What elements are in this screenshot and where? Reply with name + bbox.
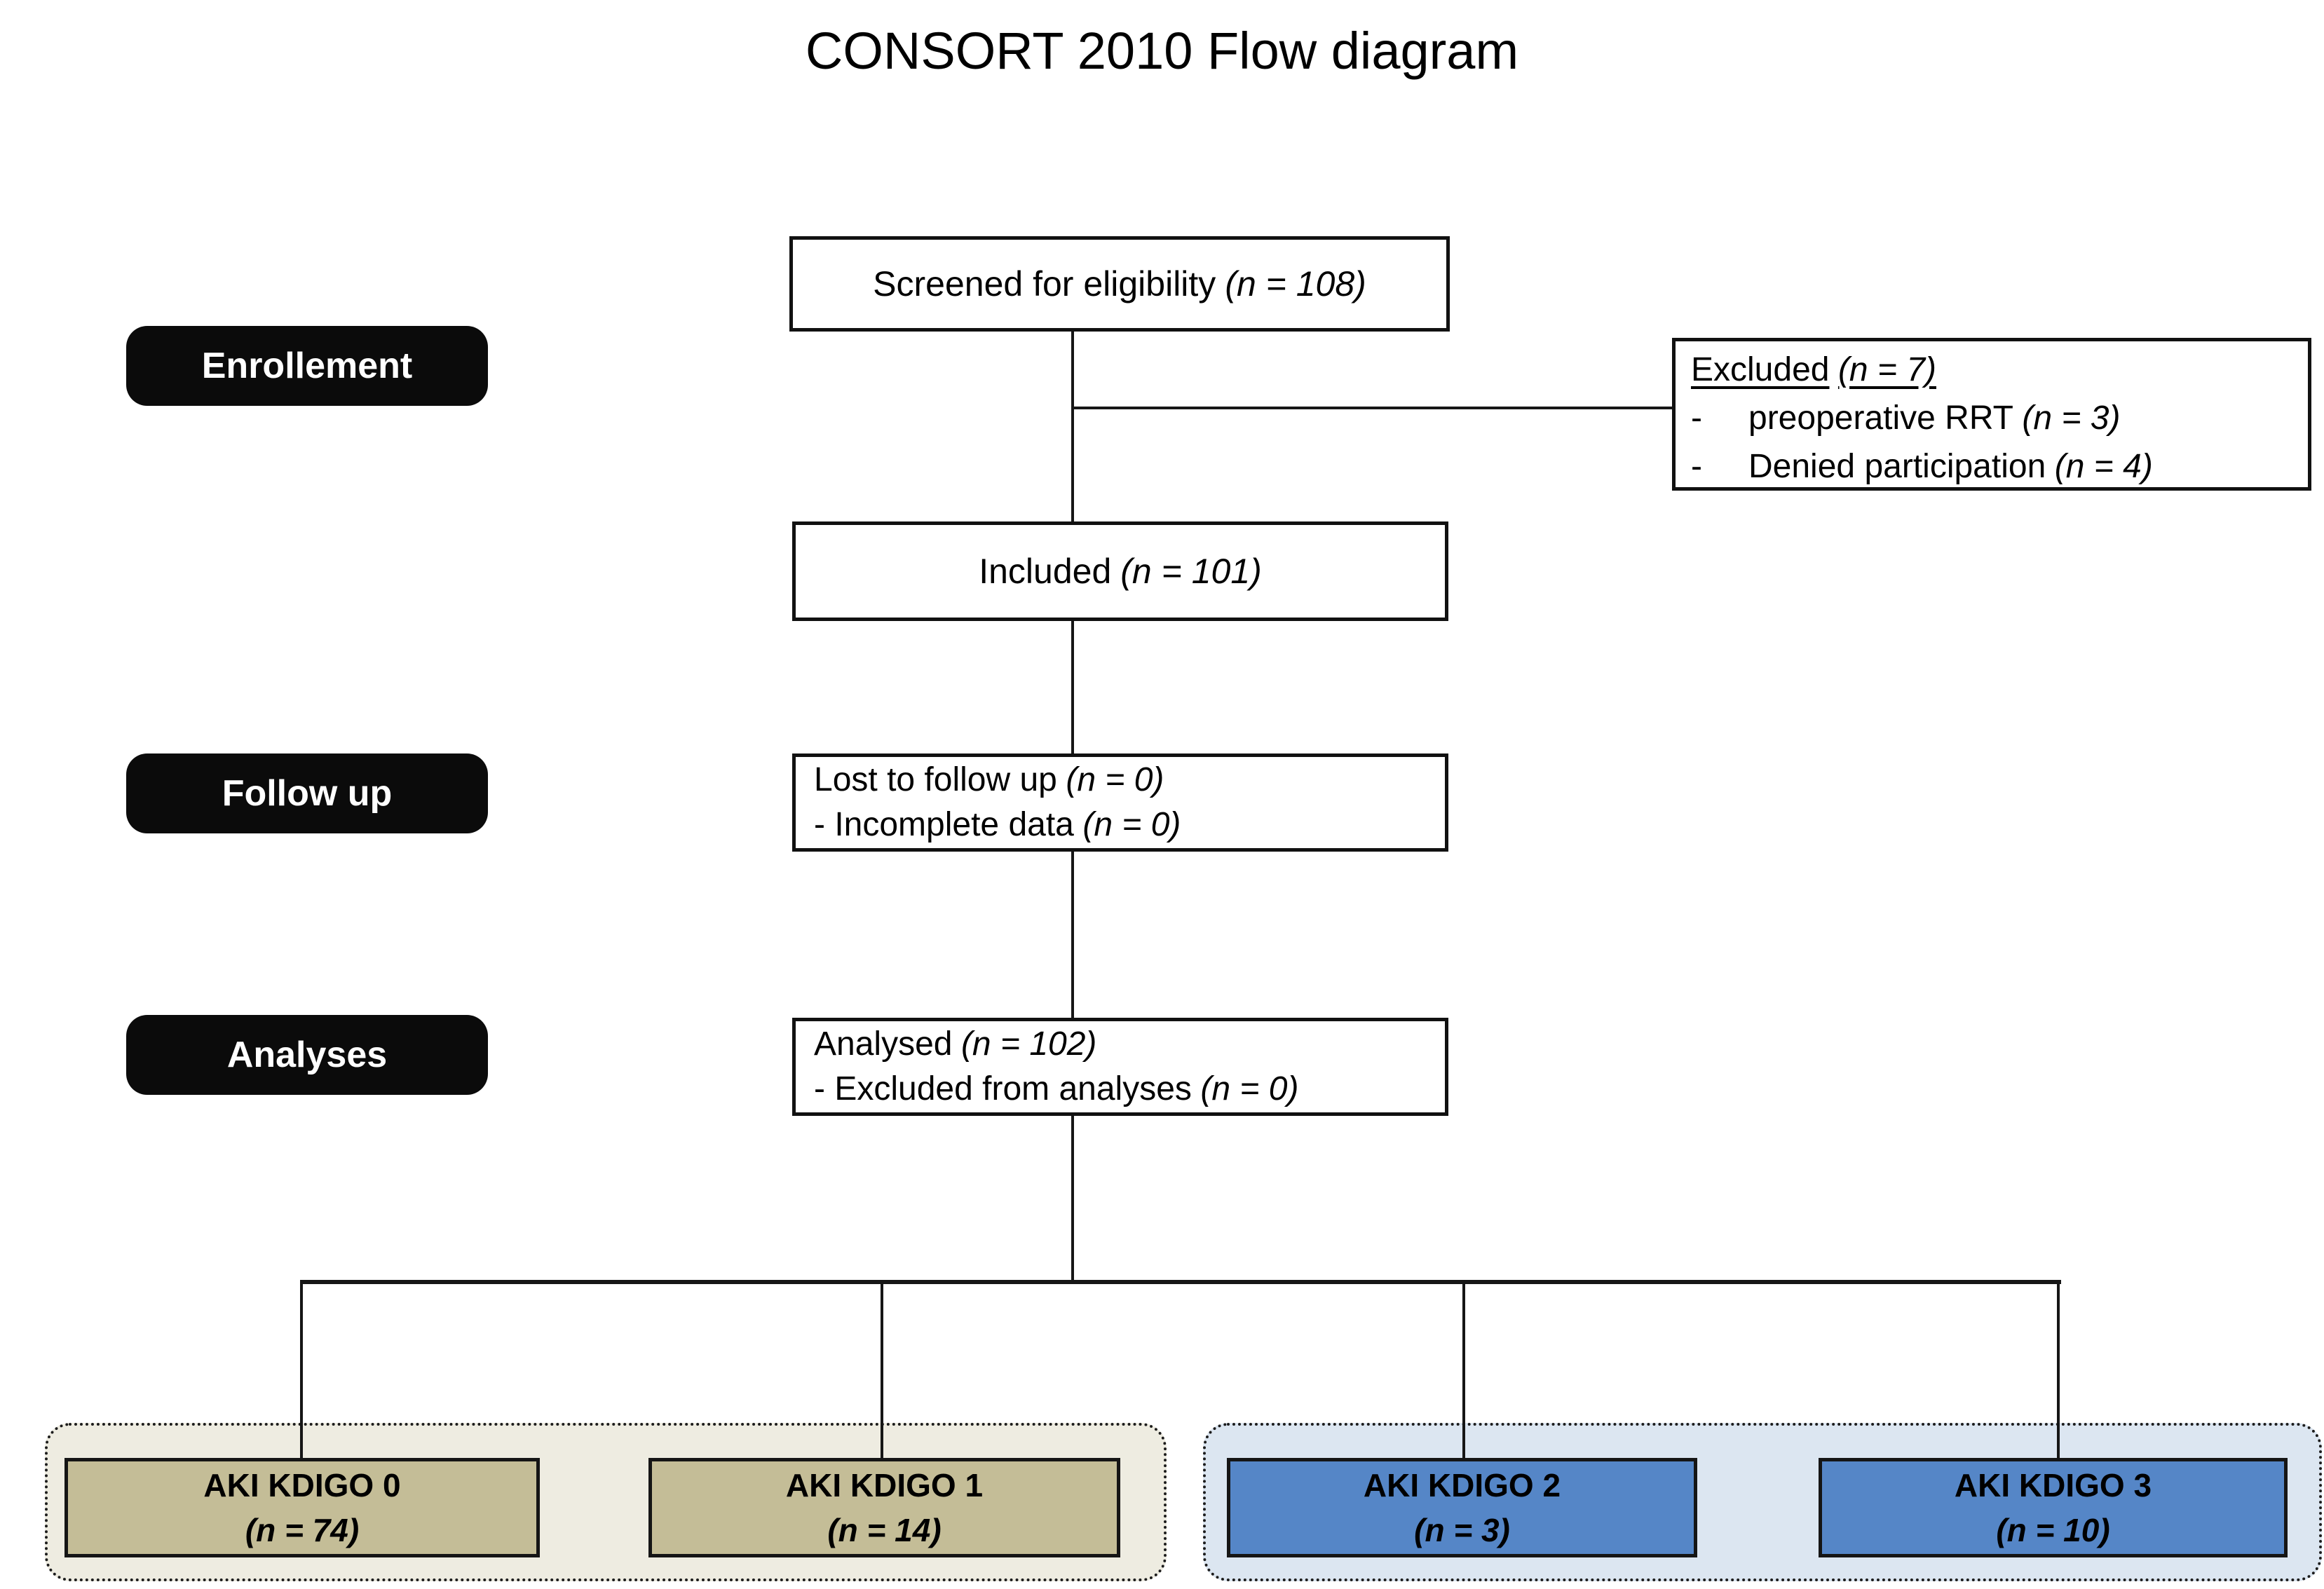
box-analysed-line2: - Excluded from analyses(n = 0)	[814, 1070, 1299, 1107]
connector-analysed-to-branch	[1071, 1114, 1074, 1281]
box-aki-kdigo-2-title: AKI KDIGO 2	[1363, 1467, 1561, 1503]
box-excluded-item-rrt: - preoperative RRT(n = 3)	[1691, 400, 2121, 437]
box-aki-kdigo-3: AKI KDIGO 3 (n = 10)	[1819, 1458, 2288, 1557]
box-lost-to-follow-up: Lost to follow up(n = 0) - Incomplete da…	[792, 753, 1448, 852]
box-excluded: Excluded(n = 7) - preoperative RRT(n = 3…	[1672, 338, 2311, 491]
box-analysed: Analysed(n = 102) - Excluded from analys…	[792, 1018, 1448, 1116]
box-screened-text: Screened for eligibility(n = 108)	[873, 264, 1366, 304]
connector-drop-kdigo-0	[300, 1283, 303, 1459]
box-aki-kdigo-0: AKI KDIGO 0 (n = 74)	[64, 1458, 540, 1557]
box-included: Included(n = 101)	[792, 521, 1448, 621]
stage-label-follow-up-text: Follow up	[222, 773, 393, 814]
box-aki-kdigo-1-title: AKI KDIGO 1	[785, 1467, 984, 1503]
box-aki-kdigo-1-n: (n = 14)	[827, 1512, 942, 1548]
box-aki-kdigo-1: AKI KDIGO 1 (n = 14)	[648, 1458, 1120, 1557]
box-lost-line2: - Incomplete data(n = 0)	[814, 806, 1181, 843]
box-aki-kdigo-2: AKI KDIGO 2 (n = 3)	[1227, 1458, 1697, 1557]
box-aki-kdigo-0-title: AKI KDIGO 0	[203, 1467, 401, 1503]
diagram-title: CONSORT 2010 Flow diagram	[805, 22, 1519, 80]
connector-branch-to-excluded	[1071, 407, 1672, 409]
connector-followup-to-analysed	[1071, 850, 1074, 1019]
connector-distributor	[300, 1280, 2061, 1284]
connector-drop-kdigo-1	[881, 1283, 883, 1459]
box-aki-kdigo-3-title: AKI KDIGO 3	[1954, 1467, 2152, 1503]
box-included-text: Included(n = 101)	[979, 552, 1262, 591]
connector-drop-kdigo-3	[2057, 1283, 2060, 1459]
box-aki-kdigo-3-n: (n = 10)	[1996, 1512, 2110, 1548]
stage-label-follow-up: Follow up	[126, 753, 488, 833]
stage-label-analyses: Analyses	[126, 1015, 488, 1095]
box-lost-line1: Lost to follow up(n = 0)	[814, 761, 1164, 798]
box-screened: Screened for eligibility(n = 108)	[789, 236, 1450, 332]
connector-included-to-followup	[1071, 620, 1074, 755]
box-aki-kdigo-2-n: (n = 3)	[1414, 1512, 1510, 1548]
stage-label-enrollement-text: Enrollement	[201, 346, 413, 386]
stage-label-enrollement: Enrollement	[126, 326, 488, 406]
box-aki-kdigo-0-n: (n = 74)	[245, 1512, 360, 1548]
box-excluded-item-denied: - Denied participation(n = 4)	[1691, 448, 2153, 485]
connector-screened-to-included	[1071, 329, 1074, 523]
stage-label-analyses-text: Analyses	[226, 1035, 388, 1075]
connector-drop-kdigo-2	[1462, 1283, 1465, 1459]
box-analysed-line1: Analysed(n = 102)	[814, 1025, 1097, 1063]
box-excluded-heading: Excluded(n = 7)	[1691, 351, 1936, 388]
